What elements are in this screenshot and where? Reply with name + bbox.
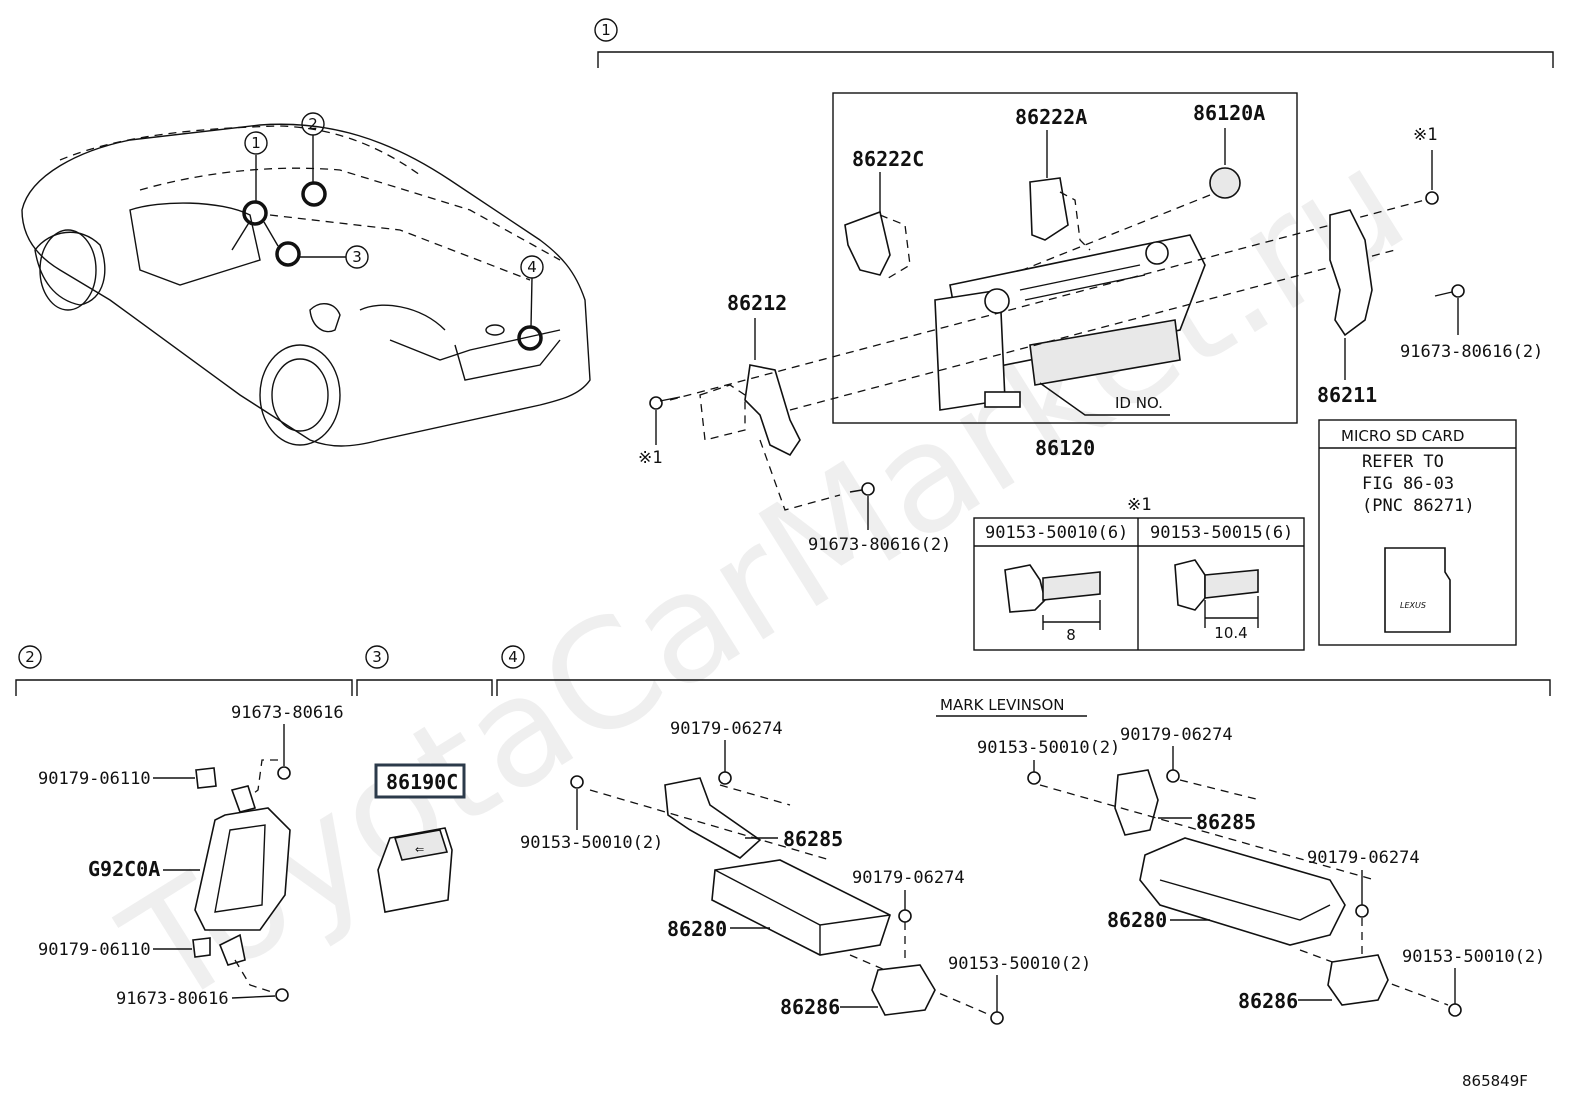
label-86120A: 86120A xyxy=(1193,101,1265,125)
label-right-amp: 86280 xyxy=(1107,908,1167,932)
figure-id: 865849F xyxy=(1462,1072,1528,1090)
label-bolt-right: 91673-80616(2) xyxy=(1400,342,1543,362)
bracket-86212 xyxy=(744,364,801,457)
panel-86120 xyxy=(934,234,1206,411)
switch-86222C xyxy=(844,210,891,276)
label-right-bolt-top: 90153-50010(2) xyxy=(977,738,1120,758)
amp-86280-left xyxy=(711,859,891,956)
s2-screw-top xyxy=(277,766,291,780)
label-right-nut-mid: 90179-06274 xyxy=(1307,848,1420,868)
bracket-86285-right xyxy=(1114,769,1159,836)
label-left-bracket-top: 86285 xyxy=(783,827,843,851)
amp-group-right: 90153-50010(2) 90179-06274 86285 86280 9… xyxy=(977,725,1545,1017)
label-right-nut-top: 90179-06274 xyxy=(1120,725,1233,745)
label-s2-top-bolt: 91673-80616 xyxy=(231,703,344,723)
note-1-left: ※1 xyxy=(638,448,662,468)
amp-group-left: 90179-06274 90153-50010(2) 86285 86280 9… xyxy=(520,719,1091,1025)
label-s2-clip-top: 90179-06110 xyxy=(38,769,151,789)
micro-sd-card-box: MICRO SD CARD REFER TO FIG 86-03 (PNC 86… xyxy=(1318,419,1517,646)
bracket-86286-left xyxy=(871,964,936,1016)
bolt-spec-dim1: 8 xyxy=(1066,626,1076,644)
label-id-no: ID NO. xyxy=(1115,394,1163,412)
section-2-assembly: 91673-80616 90179-06110 G92C0A 90179-061… xyxy=(38,703,344,1009)
bolt-spec-dim2: 10.4 xyxy=(1214,624,1247,642)
label-left-bolt: 90153-50010(2) xyxy=(520,833,663,853)
section-2-number: 2 xyxy=(25,648,35,666)
section-4-number: 4 xyxy=(508,648,518,666)
bolt-spec-table: 90153-50010(6) 90153-50015(6) 8 10.4 xyxy=(973,517,1305,651)
micro-sd-line3: (PNC 86271) xyxy=(1362,496,1475,516)
bolt-spec-col1: 90153-50010(6) xyxy=(985,523,1128,543)
screw-right xyxy=(1434,284,1465,298)
label-mark-levinson: MARK LEVINSON xyxy=(940,696,1065,714)
note-1-top: ※1 xyxy=(1413,125,1437,145)
screw-left xyxy=(649,396,681,410)
switch-symbol: ⇐ xyxy=(415,843,424,856)
label-s2-clip-bottom: 90179-06110 xyxy=(38,940,151,960)
module-G92C0A xyxy=(194,807,291,931)
label-left-nut-mid: 90179-06274 xyxy=(852,868,965,888)
bracket-86286-right xyxy=(1327,954,1389,1006)
label-box-86190C xyxy=(374,763,466,799)
micro-sd-title: MICRO SD CARD xyxy=(1341,427,1464,445)
car-callout-2: 2 xyxy=(308,115,318,133)
label-left-bracket-bottom: 86286 xyxy=(780,995,840,1019)
section-3-number: 3 xyxy=(372,648,382,666)
section-3-assembly: 86190C ⇐ xyxy=(374,763,466,913)
screw-top-right xyxy=(1425,191,1439,205)
section-3-header: 3 xyxy=(356,645,493,696)
micro-sd-card xyxy=(1384,547,1451,633)
label-bolt-left: 91673-80616(2) xyxy=(808,535,951,555)
label-86120: 86120 xyxy=(1035,436,1095,460)
section-1-assembly: 86222A 86120A 86222C ID NO. 86120 xyxy=(638,92,1543,651)
micro-sd-line1: REFER TO xyxy=(1362,452,1444,472)
label-right-bracket-bottom: 86286 xyxy=(1238,989,1298,1013)
label-86212: 86212 xyxy=(727,291,787,315)
label-left-amp: 86280 xyxy=(667,917,727,941)
label-86222A: 86222A xyxy=(1015,105,1087,129)
switch-86222A xyxy=(1029,177,1069,241)
bracket-86211 xyxy=(1329,209,1373,337)
car-callout-4: 4 xyxy=(527,258,537,276)
s2-clip-top xyxy=(195,767,217,789)
label-86211: 86211 xyxy=(1317,383,1377,407)
label-right-bolt-bottom: 90153-50010(2) xyxy=(1402,947,1545,967)
section-4-header: 4 xyxy=(496,645,1551,696)
micro-sd-brand: LEXUS xyxy=(1400,601,1426,610)
label-left-bolt-bottom: 90153-50010(2) xyxy=(948,954,1091,974)
car-illustration: 1 2 3 4 xyxy=(21,112,591,447)
section-1-header: 1 xyxy=(594,18,1554,68)
section-4-assembly: MARK LEVINSON 90179-06274 90153-50010(2)… xyxy=(520,696,1545,1025)
label-left-nut-top: 90179-06274 xyxy=(670,719,783,739)
screw-bottom-left xyxy=(849,482,875,496)
label-right-bracket-top: 86285 xyxy=(1196,810,1256,834)
bolt-spec-col2: 90153-50015(6) xyxy=(1150,523,1293,543)
section-1-number: 1 xyxy=(601,21,611,39)
bracket-86285-left xyxy=(664,777,762,859)
s2-screw-bottom xyxy=(275,988,289,1002)
knob-86120A xyxy=(1209,167,1241,199)
label-86222C: 86222C xyxy=(852,147,924,171)
micro-sd-line2: FIG 86-03 xyxy=(1362,474,1454,494)
label-s2-bottom-bolt: 91673-80616 xyxy=(116,989,229,1009)
s2-clip-bottom xyxy=(192,937,211,958)
label-s2-module: G92C0A xyxy=(88,857,160,881)
section-2-header: 2 xyxy=(15,645,353,696)
car-callout-1: 1 xyxy=(251,134,261,152)
label-s3-part: 86190C xyxy=(386,770,458,794)
car-callout-3: 3 xyxy=(352,248,362,266)
note-1-table: ※1 xyxy=(1127,495,1151,515)
